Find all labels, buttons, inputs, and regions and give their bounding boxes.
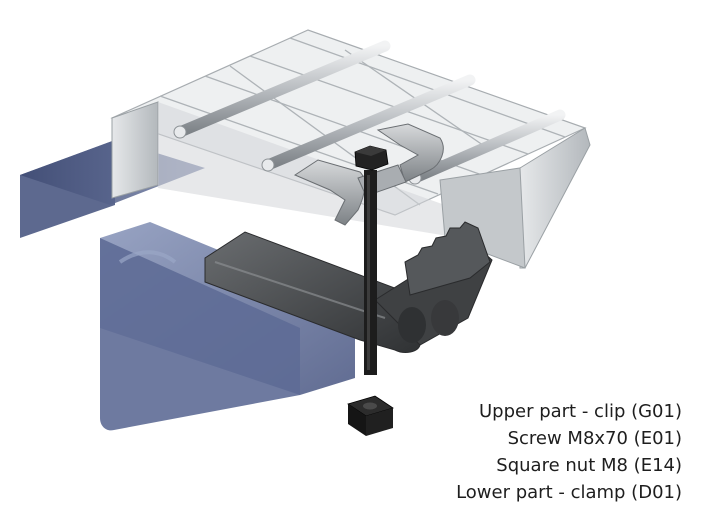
grating-rods [173,40,566,185]
screw-thread-highlight [367,175,370,370]
screw [354,145,389,375]
legend-lower-part: Lower part - clamp (D01) [456,482,682,503]
grating-rod-end [173,125,187,139]
lower-clamp-lobe [431,300,459,336]
lower-clamp-lobe [398,307,426,343]
grating-cross-bar [249,55,529,155]
square-nut-side [348,404,366,436]
upper-clip-right-wing [376,123,444,183]
grating-rod [409,109,566,184]
legend-square-nut: Square nut M8 (E14) [496,455,682,476]
square-nut-front [366,408,393,436]
beam-front-face [100,238,300,431]
grating-rod [174,40,391,138]
upper-clip-left-wing [293,159,366,226]
beam-curve-highlight [118,250,177,264]
grating [110,29,591,269]
lower-clamp-teeth [404,221,491,296]
grating-cross-bar [289,37,566,138]
lower-clamp-highlight [214,261,386,319]
square-nut [347,395,394,436]
legend-screw: Screw M8x70 (E01) [507,428,682,449]
legend-upper-part: Upper part - clip (G01) [478,401,682,422]
grating-rod [262,74,476,171]
screw-shank [364,170,377,375]
screw-head-top [355,146,386,156]
square-nut-hole [363,402,377,410]
parts-legend: Upper part - clip (G01) Screw M8x70 (E01… [456,398,682,506]
grating-rod-end [261,158,275,172]
grating-end-plate-left [111,101,159,199]
